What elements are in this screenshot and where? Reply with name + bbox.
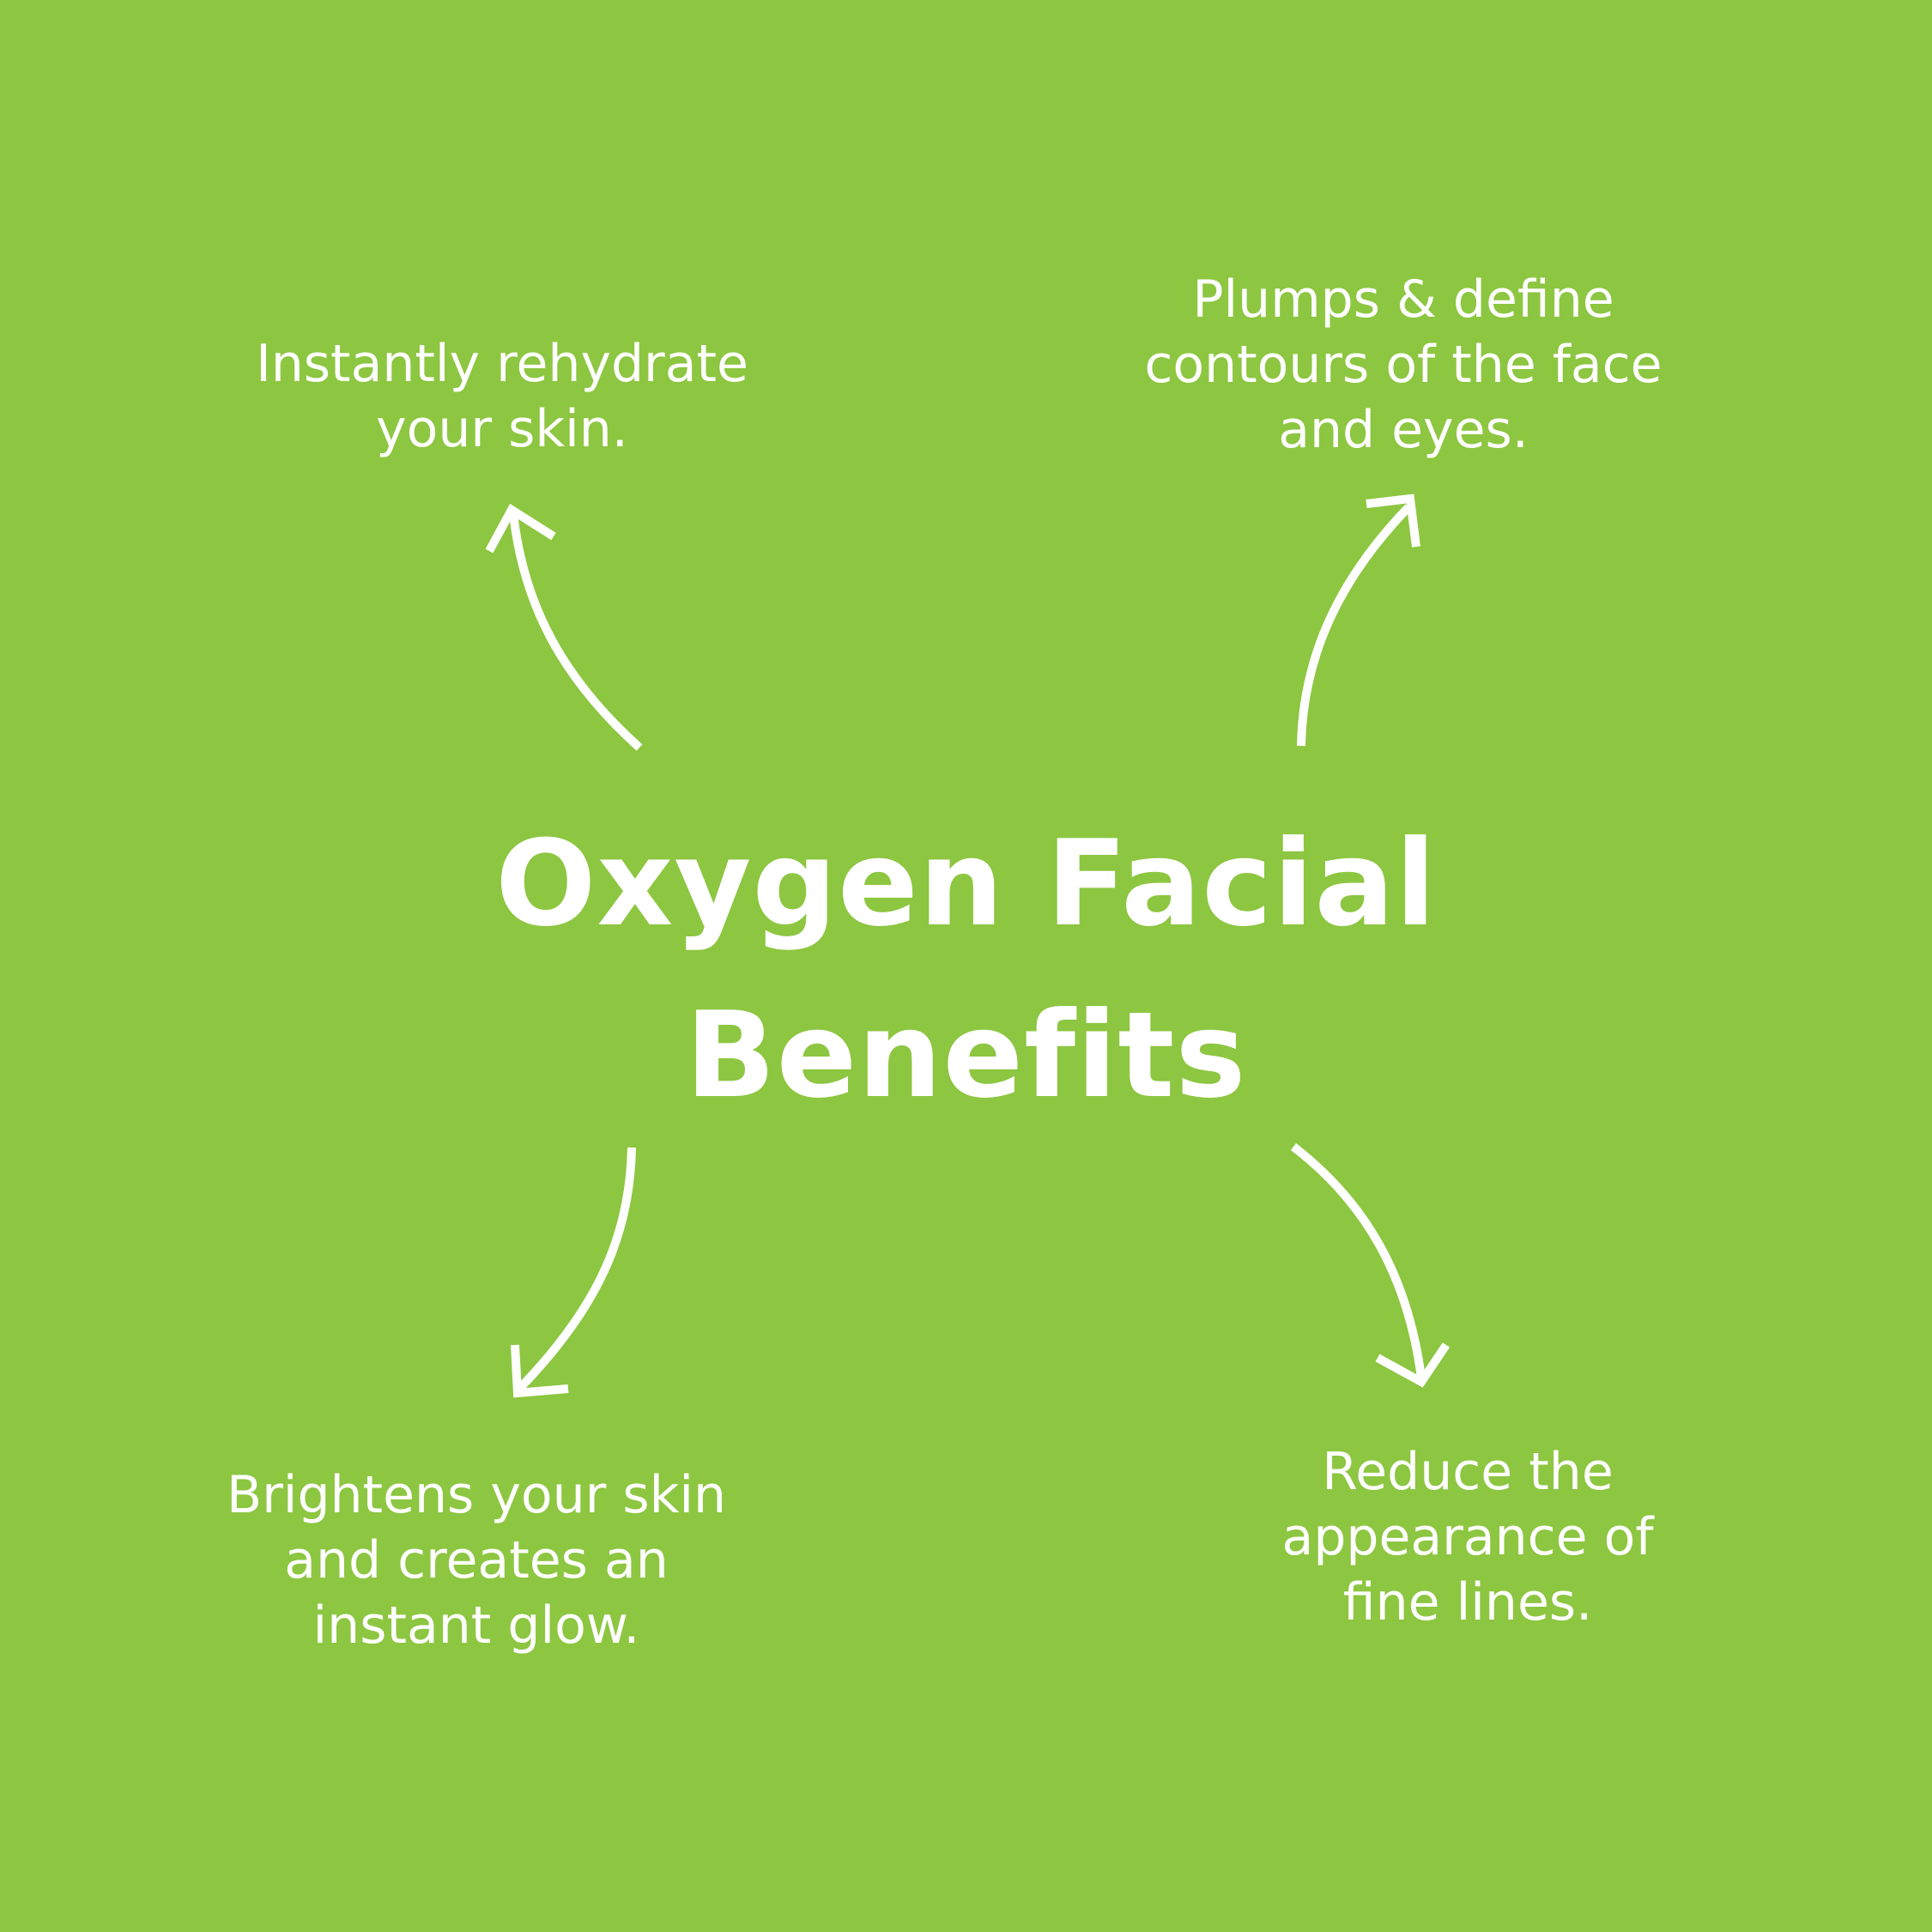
arrow-to-bottom-right-shaft xyxy=(1290,1143,1426,1378)
curved-arrow-up-right-icon xyxy=(1297,494,1420,747)
benefit-brightens: Brightens your skin and creates an insta… xyxy=(197,1463,755,1658)
arrow-to-top-left-shaft xyxy=(509,512,643,751)
benefit-fine-lines-line-3: fine lines. xyxy=(1342,1572,1593,1632)
title-line-1: Oxygen Facial xyxy=(495,815,1437,953)
arrow-to-top-left-head xyxy=(485,503,556,554)
benefit-rehydrate-line-1: Instantly rehydrate xyxy=(256,334,748,394)
curved-arrow-down-right-icon xyxy=(1290,1143,1451,1388)
benefit-brightens-line-1: Brightens your skin xyxy=(226,1465,727,1525)
benefit-rehydrate: Instantly rehydrate your skin. xyxy=(227,331,777,462)
arrow-to-bottom-right-head xyxy=(1375,1342,1451,1388)
benefit-plumps-line-1: Plumps & define xyxy=(1192,270,1614,330)
curved-arrow-up-left-icon xyxy=(485,503,643,751)
arrow-to-top-right-shaft xyxy=(1297,504,1412,747)
benefit-plumps-line-2: contours of the face xyxy=(1144,335,1662,395)
arrow-to-bottom-left-shaft xyxy=(517,1147,636,1391)
title-line-2: Benefits xyxy=(685,986,1247,1124)
benefit-brightens-line-2: and creates an xyxy=(284,1530,669,1590)
page-title: Oxygen Facial Benefits xyxy=(0,798,1932,1142)
benefit-fine-lines-line-1: Reduce the xyxy=(1322,1442,1614,1502)
benefit-rehydrate-line-2: your skin. xyxy=(376,399,628,459)
benefit-fine-lines-line-2: appearance of xyxy=(1281,1507,1654,1567)
arrow-to-top-right-head xyxy=(1366,494,1420,548)
benefit-plumps: Plumps & define contours of the face and… xyxy=(1124,267,1682,463)
benefit-brightens-line-3: instant glow. xyxy=(312,1596,640,1656)
benefit-fine-lines: Reduce the appearance of fine lines. xyxy=(1202,1439,1734,1635)
arrow-to-bottom-left-head xyxy=(511,1344,569,1398)
curved-arrow-down-left-icon xyxy=(511,1147,636,1398)
benefit-plumps-line-3: and eyes. xyxy=(1278,400,1529,460)
